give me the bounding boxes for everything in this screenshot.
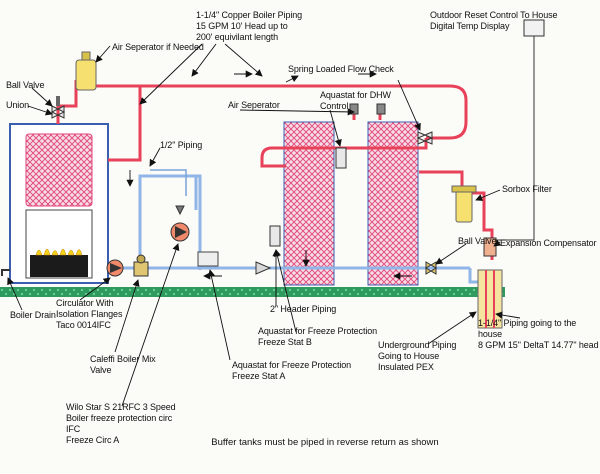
return-piping-thin <box>150 169 187 196</box>
ground-strip <box>0 287 505 297</box>
outdoor-reset-control-icon <box>496 19 545 241</box>
label-air-separator-top: Air Seperator if Needed <box>112 42 204 52</box>
label-circulator: Circulator With Isolation Flanges Taco 0… <box>56 298 123 330</box>
label-aquastat-dhw: Aquastat for DHW Control <box>320 90 391 111</box>
label-outdoor-reset: Outdoor Reset Control To House Digital T… <box>430 10 558 31</box>
bottom-note: Buffer tanks must be piped in reverse re… <box>211 437 439 448</box>
label-wilo: Wilo Star S 21RFC 3 Speed Boiler freeze … <box>66 402 176 445</box>
label-copper-piping: 1-1/4" Copper Boiler Piping 15 GPM 10' H… <box>196 10 303 42</box>
mix-valve-icon <box>133 254 149 277</box>
circulator-icon <box>106 259 124 277</box>
label-header-piping: 2" Header Piping <box>270 304 337 314</box>
label-ball-valve-right: Ball Valve <box>458 236 497 246</box>
underground-pipe-icon <box>477 269 503 329</box>
label-caleffi: Caleffi Boiler Mix Valve <box>90 354 156 375</box>
label-sorbox: Sorbox Filter <box>502 184 552 194</box>
label-house-piping: 1-1/4" Piping going to the house 8 GPM 1… <box>478 318 599 350</box>
boiler-drain-icon <box>1 269 10 276</box>
label-union: Union <box>6 100 30 110</box>
aquastat-dhw-icon <box>335 147 347 169</box>
wilo-circulator-icon <box>170 205 190 242</box>
label-underground: Underground Piping Going to House Insula… <box>378 340 457 372</box>
air-separator-top-icon <box>75 51 97 91</box>
aquastat-b-icon <box>269 225 281 247</box>
label-ball-valve-left: Ball Valve <box>6 80 45 90</box>
label-freeze-b: Aquastat for Freeze Protection Freeze St… <box>258 326 378 347</box>
flow-direction-arrows <box>126 70 412 280</box>
label-air-separator: Air Seperator <box>228 100 280 110</box>
leader-arrows <box>7 43 521 407</box>
label-half-piping: 1/2" Piping <box>160 140 203 150</box>
label-boiler-drain: Boiler Drain <box>10 310 56 320</box>
label-spring-check: Spring Loaded Flow Check <box>288 64 394 74</box>
label-expansion: Expansion Compensator <box>500 238 597 248</box>
buffer-tank-2 <box>367 121 419 286</box>
aquastat-a-icon <box>197 251 219 267</box>
sorbox-filter-icon <box>451 185 477 223</box>
flame-icon <box>35 248 83 256</box>
return-piping <box>108 174 478 284</box>
buffer-tank-1 <box>283 121 335 286</box>
ball-valve-right-icon <box>425 261 437 275</box>
label-freeze-a: Aquastat for Freeze Protection Freeze St… <box>232 360 352 381</box>
expansion-compensator-icon <box>483 237 497 257</box>
boiler <box>9 123 109 284</box>
check-valve-left-icon <box>255 261 272 275</box>
flow-check-icon <box>416 131 434 145</box>
